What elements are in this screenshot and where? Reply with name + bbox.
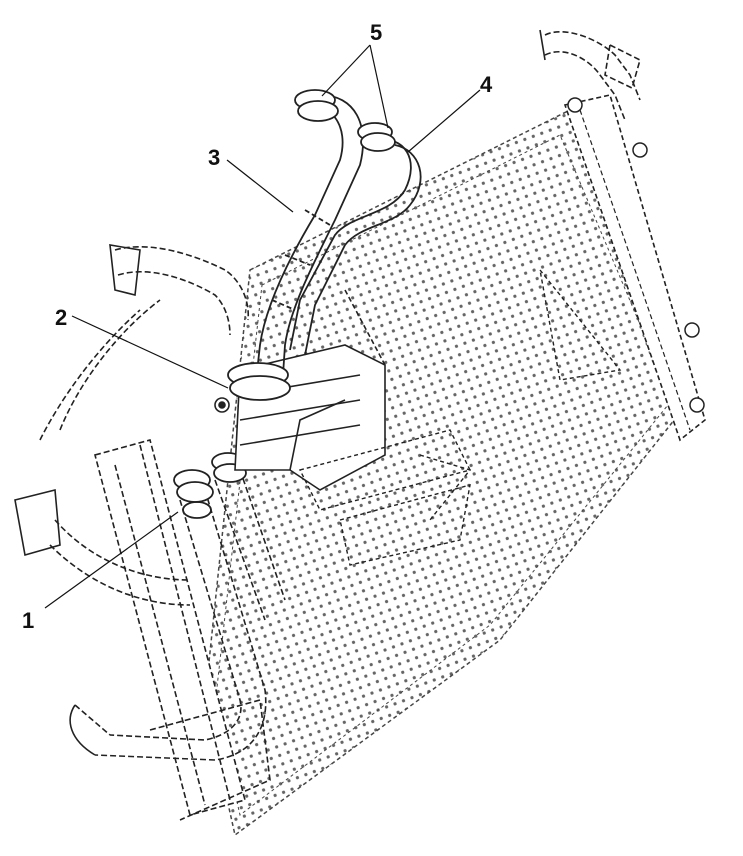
leader-line-3 bbox=[226, 159, 294, 213]
callout-5: 5 bbox=[370, 20, 382, 45]
radiator-left-tank bbox=[94, 439, 271, 821]
lower-hose bbox=[69, 489, 267, 761]
mount-bolt-right-2 bbox=[684, 322, 700, 338]
callout-1: 1 bbox=[22, 608, 34, 633]
callout-2: 2 bbox=[55, 305, 67, 330]
hose-clamps-top bbox=[294, 89, 396, 152]
mount-bolt-right-1 bbox=[632, 142, 648, 158]
radiator-right-tank bbox=[563, 94, 706, 442]
leader-lines bbox=[44, 44, 481, 609]
hose-clamps-lower bbox=[173, 452, 247, 519]
hose-4 bbox=[289, 138, 422, 356]
mount-bolt-right-3 bbox=[689, 397, 705, 413]
callout-4: 4 bbox=[480, 72, 493, 97]
flow-arrow-marking bbox=[298, 269, 622, 566]
leader-line-4 bbox=[407, 89, 481, 153]
upper-right-pipe bbox=[539, 29, 641, 121]
hose-clamp-2 bbox=[227, 362, 291, 401]
leader-line-1 bbox=[44, 511, 179, 609]
leader-line-2 bbox=[71, 315, 229, 389]
left-upper-pipe bbox=[14, 244, 250, 606]
callout-3: 3 bbox=[208, 145, 220, 170]
leader-line-5a bbox=[321, 44, 371, 97]
mount-bolt-top-right bbox=[567, 97, 583, 113]
leader-line-5b bbox=[369, 44, 389, 129]
lower-hose-2 bbox=[214, 469, 286, 621]
